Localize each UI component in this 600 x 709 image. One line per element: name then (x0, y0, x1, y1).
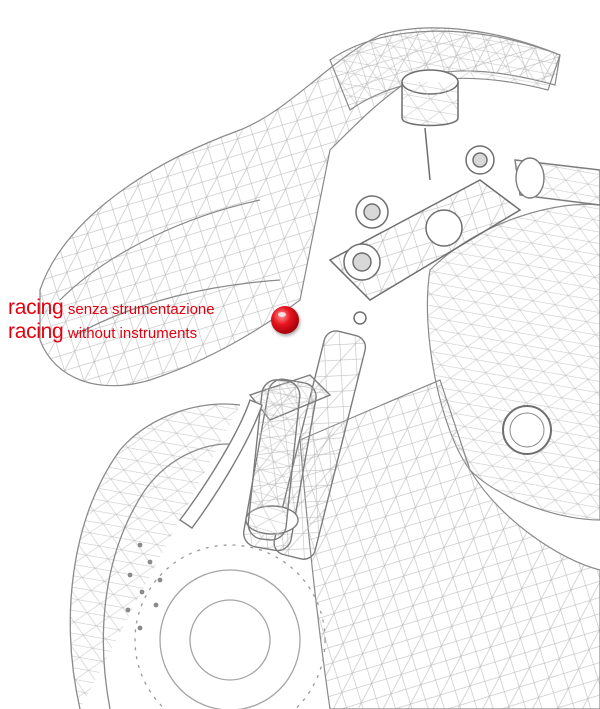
brake-reservoir (401, 69, 459, 181)
annotation-line-italian: racing senza strumentazione (8, 296, 215, 320)
triple-clamp (328, 145, 522, 325)
handlebar-grip (178, 374, 332, 541)
right-grip (514, 157, 600, 206)
annotation-text: senza strumentazione (67, 301, 215, 318)
annotation-text: without instruments (67, 325, 198, 343)
front-wheel (69, 403, 326, 709)
annotation-keyword: racing (8, 296, 64, 319)
brake-disc (125, 542, 163, 631)
red-dot-marker-icon[interactable] (271, 306, 299, 334)
front-fairing (39, 27, 561, 387)
annotation-keyword: racing (8, 320, 64, 344)
marker-highlight (278, 312, 286, 317)
annotation-line-english: racing without instruments (8, 320, 215, 344)
tank-and-body (426, 203, 600, 521)
annotation-label: racing senza strumentazione racing witho… (8, 296, 215, 344)
